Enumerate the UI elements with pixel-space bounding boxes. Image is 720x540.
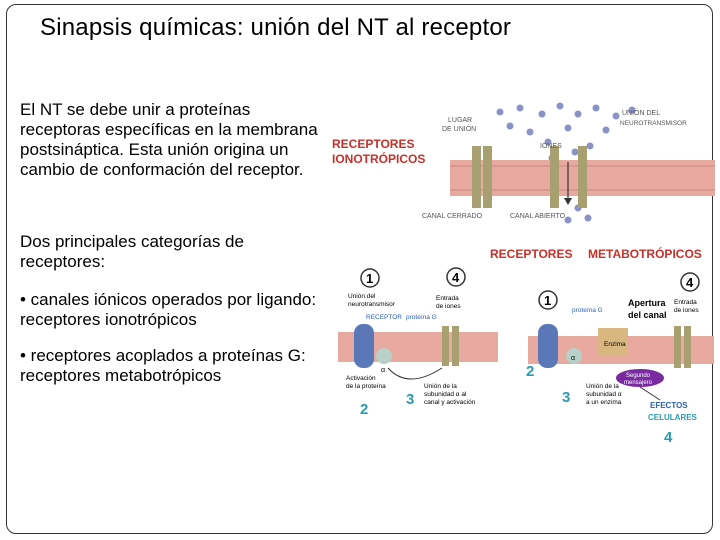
left-gprotein	[376, 348, 392, 364]
metabotropic-right-panel: 1 4 proteína G Apertura del canal Entrad…	[526, 272, 714, 446]
right-step-1: 1	[544, 293, 551, 308]
right-step-4a: 4	[686, 275, 694, 290]
nt-union-label-1: UNIÓN DEL	[622, 108, 660, 117]
binding-site-label-1: LUGAR	[448, 117, 472, 124]
closed-channel-right	[483, 146, 492, 208]
right-subunit-3: a un enzima	[586, 399, 622, 406]
left-alpha: α	[381, 367, 385, 374]
right-step-4b: 4	[664, 429, 673, 446]
metabotropic-left-panel: 1 4 Unión del neurotransmisor Entrada de…	[338, 267, 498, 418]
second-messenger-badge	[616, 369, 664, 387]
bullet-ionotropic-rest: : receptores ionotrópicos	[20, 290, 317, 329]
right-subunit-2: subunidad α	[586, 391, 622, 398]
right-enzyme-label: Enzima	[604, 341, 626, 348]
left-step-1-circle	[360, 268, 380, 288]
right-channel-a	[674, 326, 681, 368]
paragraph-categories: Dos principales categorías de receptores…	[20, 232, 244, 271]
paragraph-nt-binding: El NT se debe unir a proteínas receptora…	[20, 100, 318, 179]
left-entry-2: de iones	[436, 303, 461, 310]
left-nt-union-2: neurotransmisor	[348, 301, 396, 308]
right-subunit-1: Unión de la	[586, 383, 619, 390]
right-gprotein	[566, 348, 582, 364]
nt-union-label-2: NEUROTRANSMISOR	[620, 120, 687, 127]
left-entry-1: Entrada	[436, 295, 459, 302]
right-opening-2: del canal	[628, 310, 667, 320]
open-channel-left	[550, 146, 559, 208]
cell-effects-1: EFECTOS	[650, 401, 688, 410]
right-channel-b	[684, 326, 691, 368]
right-opening-1: Apertura	[628, 298, 667, 308]
left-step-4: 4	[452, 270, 460, 285]
ion-flow-arrowhead	[564, 198, 572, 205]
slide-frame	[6, 4, 713, 534]
left-subunit-3: canal y activación	[424, 399, 476, 406]
closed-channel-label: CANAL CERRADO	[422, 213, 483, 220]
metabotropic-figure: RECEPTORES METABOTRÓPICOS 1 4 Unión del …	[338, 246, 714, 446]
left-step-2: 2	[360, 401, 368, 418]
bullet-ionotropic-key: • canales iónicos operados por ligando	[20, 290, 312, 309]
right-step-2: 2	[526, 363, 534, 380]
open-channel-label: CANAL ABIERTO	[510, 213, 566, 220]
bullet-metabotropic-rest: : receptores metabotrópicos	[20, 346, 306, 385]
right-gprotein-label: proteína G	[572, 307, 603, 314]
right-step-4a-circle	[680, 272, 700, 292]
open-channel-right	[578, 146, 587, 208]
ionotropic-figure: RECEPTORES IONOTRÓPICOS LUGAR DE UNIÓN U…	[332, 102, 715, 224]
left-activation-arrow	[387, 367, 443, 380]
right-entry-1: Entrada	[674, 299, 697, 306]
right-step-3: 3	[562, 389, 570, 406]
left-subunit-1: Unión de la	[424, 383, 457, 390]
ionotropic-title-2: IONOTRÓPICOS	[332, 151, 425, 166]
right-entry-2: de iones	[674, 307, 699, 314]
left-subunit-2: subunidad α al	[424, 391, 467, 398]
left-receptor-label: RECEPTOR	[366, 314, 402, 321]
ionotropic-title-1: RECEPTORES	[332, 137, 414, 151]
left-channel-b	[452, 326, 459, 366]
left-nt-union-1: Unión del	[348, 293, 376, 300]
cell-effects-2: CELULARES	[648, 413, 698, 422]
bullet-metabotropic: • receptores acoplados a proteínas G: re…	[20, 346, 320, 386]
left-step-1: 1	[366, 271, 373, 286]
binding-site-label-2: DE UNIÓN	[442, 124, 476, 133]
right-alpha: α	[571, 355, 575, 362]
second-messenger-2: mensajero	[624, 380, 653, 386]
left-channel-a	[442, 326, 449, 366]
left-activation-2: de la proteína	[346, 383, 386, 390]
slide-title: Sinapsis químicas: unión del NT al recep…	[40, 14, 512, 41]
left-gprotein-label: proteína G	[406, 314, 437, 321]
left-activation-1: Activación	[346, 375, 376, 382]
bullet-metabotropic-key: • receptores acoplados a proteínas G	[20, 346, 301, 365]
effects-arrow	[639, 386, 661, 401]
bullet-ionotropic: • canales iónicos operados por ligando: …	[20, 290, 320, 330]
second-messenger-1: Segundo	[626, 373, 651, 379]
left-receptor	[354, 324, 374, 368]
right-enzyme	[598, 328, 628, 356]
right-receptor	[538, 324, 558, 368]
metabotropic-title-b: METABOTRÓPICOS	[588, 246, 702, 261]
closed-channel-left	[472, 146, 481, 208]
right-step-1-circle	[538, 290, 558, 310]
metabotropic-title-a: RECEPTORES	[490, 247, 572, 261]
left-step-4-circle	[446, 267, 466, 287]
ions-label: IONES	[540, 143, 562, 150]
left-step-3: 3	[406, 391, 414, 408]
